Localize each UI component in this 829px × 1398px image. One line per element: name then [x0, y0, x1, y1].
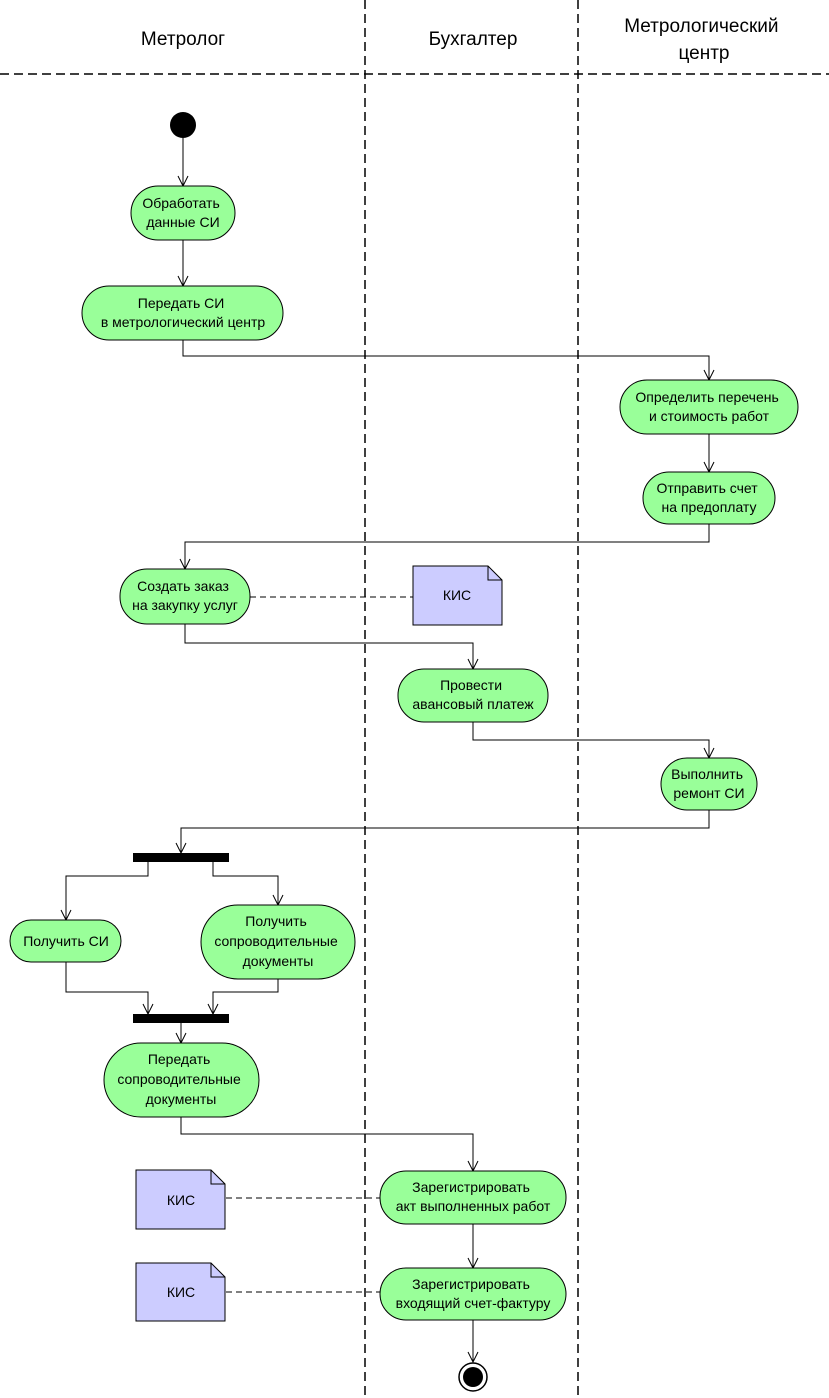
action-nodes: Обработать данные СИ Передать СИ в метро…	[9, 185, 799, 1321]
note-fold	[210, 1263, 225, 1278]
action-label: Передать СИ в метрологический центр	[101, 295, 266, 330]
action-make-payment[interactable]: Провести авансовый платеж	[397, 668, 549, 723]
action-shape	[379, 1267, 567, 1321]
action-shape	[379, 1170, 567, 1225]
flow-repair-to-fork	[180, 810, 710, 853]
action-label: Отправить счет на предоплату	[656, 480, 761, 515]
action-label: Определить перечень и стоимость работ	[635, 389, 782, 424]
flow-receive-si-to-join	[65, 962, 149, 1014]
lane-titles: Метролог Бухгалтер Метрологический центр	[141, 16, 784, 64]
action-register-invoice[interactable]: Зарегистрировать входящий счет-фактуру	[379, 1267, 567, 1321]
action-label: Зарегистрировать акт выполненных работ	[396, 1179, 551, 1214]
flow-fork-to-receive-docs	[212, 862, 279, 905]
note-kis-act[interactable]: КИС	[135, 1169, 226, 1230]
action-repair-si[interactable]: Выполнить ремонт СИ	[660, 757, 758, 811]
flow-payment-to-repair	[472, 722, 710, 758]
join-bar	[133, 1014, 229, 1023]
control-flows	[65, 138, 710, 1362]
arrowhead	[467, 1351, 479, 1364]
action-define-works[interactable]: Определить перечень и стоимость работ	[619, 379, 799, 435]
action-label: Обработать данные СИ	[142, 195, 223, 230]
action-label: Получить сопроводительные документы	[214, 913, 341, 969]
note-fold	[487, 566, 502, 581]
action-shape	[119, 568, 251, 625]
action-send-invoice[interactable]: Отправить счет на предоплату	[642, 471, 776, 525]
lane-title-accountant: Бухгалтер	[429, 29, 518, 50]
flow-order-to-payment	[184, 624, 474, 669]
action-shape	[9, 919, 122, 963]
lane-title-metrology-center: Метрологический центр	[624, 16, 784, 64]
note-shape	[135, 1169, 226, 1230]
action-receive-docs[interactable]: Получить сопроводительные документы	[200, 904, 356, 980]
fork-bar	[133, 853, 229, 862]
action-process-si-data[interactable]: Обработать данные СИ	[130, 185, 236, 241]
action-receive-si[interactable]: Получить СИ	[9, 919, 122, 963]
note-kis-invoice[interactable]: КИС	[135, 1262, 226, 1322]
flow-fork-to-receive-si	[65, 862, 149, 920]
final-node	[458, 1362, 488, 1392]
action-shape	[642, 471, 776, 525]
flow-invoice-to-order	[184, 524, 710, 569]
action-label: Создать заказ на закупку услуг	[132, 578, 238, 613]
action-register-act[interactable]: Зарегистрировать акт выполненных работ	[379, 1170, 567, 1225]
action-shape	[397, 668, 549, 723]
action-label: Передать сопроводительные документы	[117, 1051, 244, 1107]
action-shape	[103, 1042, 260, 1118]
action-create-order[interactable]: Создать заказ на закупку услуг	[119, 568, 251, 625]
flow-handover-to-register-act	[180, 1117, 474, 1171]
note-nodes: КИС КИС КИС	[135, 565, 503, 1322]
action-shape	[200, 904, 356, 980]
flow-transfer-to-define	[182, 340, 710, 380]
note-shape	[412, 565, 503, 626]
note-label: КИС	[167, 1192, 195, 1208]
action-shape	[81, 285, 284, 341]
flow-receive-docs-to-join	[212, 979, 279, 1014]
note-kis-order[interactable]: КИС	[412, 565, 503, 626]
action-hand-over-docs[interactable]: Передать сопроводительные документы	[103, 1042, 260, 1118]
action-shape	[130, 185, 236, 241]
action-label: Зарегистрировать входящий счет-фактуру	[396, 1276, 551, 1311]
action-shape	[660, 757, 758, 811]
action-label: Получить СИ	[23, 933, 109, 949]
action-shape	[619, 379, 799, 435]
note-label: КИС	[167, 1284, 195, 1300]
action-label: Провести авансовый платеж	[412, 677, 534, 712]
note-anchors	[226, 596, 413, 1293]
note-fold	[210, 1170, 225, 1185]
lane-title-metrologist: Метролог	[141, 29, 225, 50]
note-shape	[135, 1262, 226, 1322]
initial-node	[170, 112, 196, 138]
action-transfer-si[interactable]: Передать СИ в метрологический центр	[81, 285, 284, 341]
note-label: КИС	[443, 587, 471, 603]
action-label: Выполнить ремонт СИ	[671, 766, 747, 801]
